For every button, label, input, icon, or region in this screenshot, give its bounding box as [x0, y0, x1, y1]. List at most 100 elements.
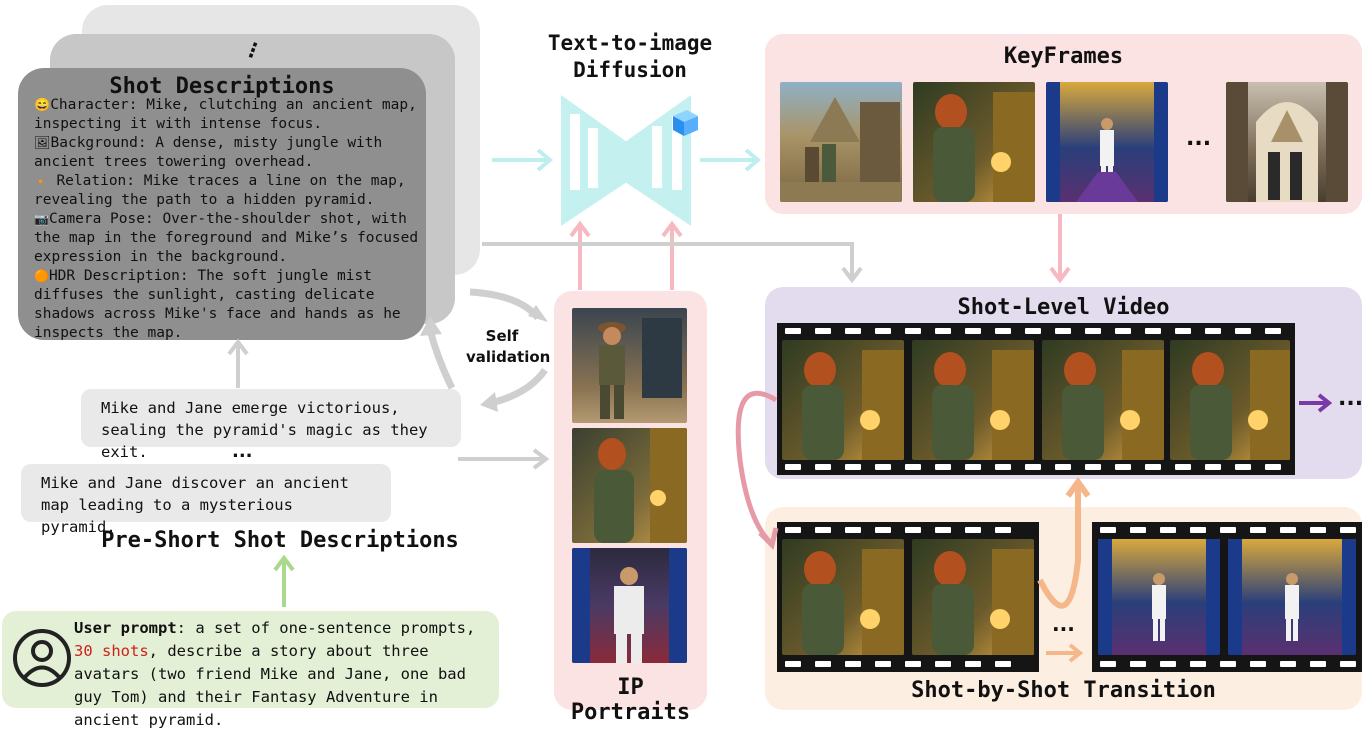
transition-arrow-icon — [1046, 643, 1084, 663]
film-perforation — [1100, 527, 1116, 533]
user-prompt-box: User prompt: a set of one-sentence promp… — [2, 611, 499, 729]
film-perforation — [1250, 527, 1266, 533]
pre-short-ellipsis: ... — [232, 441, 253, 462]
self-validation-label: Self validation — [466, 327, 551, 366]
arrow-shot-to-diffusion — [492, 148, 554, 172]
shot-item-character: 😄Character: Mike, clutching an ancient m… — [34, 97, 417, 132]
arrow-user-to-pre — [273, 554, 295, 607]
sun-icon: 🟠 — [34, 269, 49, 283]
shot-item-hdr: 🟠HDR Description: The soft jungle mist d… — [34, 268, 401, 341]
portrait-tom — [572, 548, 687, 663]
film-perforation — [875, 661, 891, 667]
film-perforation — [1205, 328, 1221, 334]
film-perforation — [935, 527, 951, 533]
film-perforation — [995, 661, 1011, 667]
arrow-diffusion-to-keyframes — [700, 148, 762, 172]
film-perforation — [1265, 328, 1281, 334]
arrow-shot-to-video — [482, 242, 863, 284]
keyframe-2 — [913, 82, 1035, 202]
film-perforation — [815, 464, 831, 470]
shot-item-relation: 🔸 Relation: Mike traces a line on the ma… — [34, 173, 406, 208]
arrow-pre-to-shot — [227, 338, 249, 388]
smile-icon: 😄 — [34, 98, 51, 113]
shot-last-box: Mike and Jane emerge victorious, sealing… — [81, 389, 461, 461]
film-perforation — [875, 527, 891, 533]
film-perforation — [995, 328, 1011, 334]
film-perforation — [815, 328, 831, 334]
film-perforation — [1085, 328, 1101, 334]
film-perforation — [1145, 328, 1161, 334]
film-perforation — [1310, 661, 1326, 667]
film-perforation — [1025, 328, 1041, 334]
film-perforation — [1190, 661, 1206, 667]
film-perforation — [1115, 328, 1131, 334]
film-perforation — [785, 464, 801, 470]
shot-descriptions-title: Shot Descriptions — [109, 74, 335, 99]
film-perforation — [1145, 464, 1161, 470]
film-perforation — [845, 464, 861, 470]
film-perforation — [965, 527, 981, 533]
keyframe-3 — [1046, 82, 1168, 202]
film-perforation — [1220, 527, 1236, 533]
keyframes-ellipsis: ... — [1186, 126, 1212, 151]
film-perforation — [1280, 661, 1296, 667]
picture-icon: 🖼 — [34, 136, 51, 151]
shot-level-video-title: Shot-Level Video — [957, 295, 1170, 320]
pre-short-title: Pre-Short Shot Descriptions — [101, 528, 459, 553]
film-perforation — [1280, 527, 1296, 533]
film-perforation — [1235, 328, 1251, 334]
film-perforation — [815, 661, 831, 667]
film-perforation — [935, 661, 951, 667]
film-perforation — [785, 328, 801, 334]
ip-portraits-title: IP Portraits — [570, 675, 691, 725]
portrait-mike — [572, 308, 687, 423]
film-perforation — [845, 328, 861, 334]
film-perforation — [1160, 661, 1176, 667]
camera-icon: 📷 — [34, 212, 49, 226]
user-avatar-icon — [13, 629, 71, 687]
keyframe-1 — [780, 82, 902, 202]
user-prompt-label: User prompt — [74, 619, 177, 637]
video-frame-4 — [1170, 340, 1290, 460]
film-perforation — [1055, 328, 1071, 334]
continue-arrow-icon — [1299, 393, 1333, 413]
film-perforation — [1025, 464, 1041, 470]
film-perforation — [965, 328, 981, 334]
film-perforation — [1310, 527, 1326, 533]
transition-frame-4 — [1228, 539, 1356, 655]
film-perforation — [965, 661, 981, 667]
video-ellipsis: ... — [1338, 386, 1364, 411]
video-frame-3 — [1042, 340, 1164, 460]
keyframe-4 — [1226, 82, 1348, 202]
film-perforation — [815, 527, 831, 533]
cube-icon — [673, 110, 698, 136]
transition-title: Shot-by-Shot Transition — [911, 678, 1216, 703]
film-perforation — [875, 328, 891, 334]
arrow-portraits-to-diffusion-2 — [661, 220, 683, 290]
film-perforation — [1160, 527, 1176, 533]
film-perforation — [1085, 464, 1101, 470]
film-perforation — [1205, 464, 1221, 470]
film-perforation — [905, 661, 921, 667]
film-perforation — [1340, 527, 1356, 533]
film-perforation — [1130, 661, 1146, 667]
film-perforation — [1130, 527, 1146, 533]
film-perforation — [845, 661, 861, 667]
user-prompt-text: User prompt: a set of one-sentence promp… — [74, 619, 476, 729]
video-frame-2 — [912, 340, 1034, 460]
relation-icon: 🔸 — [34, 175, 48, 188]
shot-item-background: 🖼Background: A dense, misty jungle with … — [34, 135, 383, 170]
film-perforation — [965, 464, 981, 470]
diffusion-title: Text-to-image Diffusion — [547, 31, 713, 82]
film-perforation — [935, 464, 951, 470]
film-perforation — [1055, 464, 1071, 470]
user-prompt-highlight: 30 shots — [74, 642, 149, 660]
shot-first-box: Mike and Jane discover an ancient map le… — [21, 464, 391, 536]
video-frame-1 — [782, 340, 904, 460]
arrow-portraits-to-diffusion-1 — [569, 220, 591, 290]
film-perforation — [875, 464, 891, 470]
film-perforation — [785, 527, 801, 533]
film-perforation — [905, 464, 921, 470]
film-perforation — [785, 661, 801, 667]
film-perforation — [1340, 661, 1356, 667]
